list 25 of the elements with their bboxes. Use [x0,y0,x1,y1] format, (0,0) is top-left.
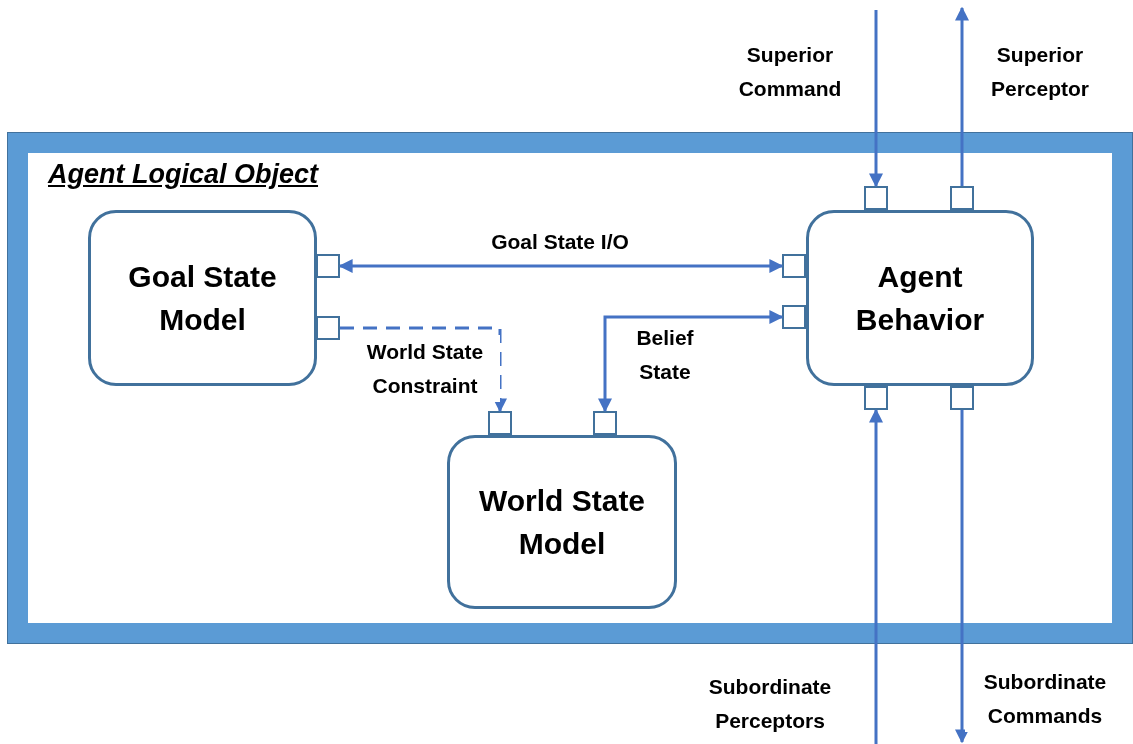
port-square [782,305,806,329]
port-square [488,411,512,435]
arrow [869,10,883,188]
dashed-arrow [340,326,507,413]
box-label: Agent Behavior [854,258,986,338]
box-label: World State Model [477,482,647,562]
arrow [955,410,969,744]
arrow [955,6,969,186]
port-square [864,386,888,410]
port-square [782,254,806,278]
rounded-box [88,210,317,386]
arrow [338,259,784,273]
port-square [316,254,340,278]
container-frame [8,133,1132,643]
arrow [869,408,883,744]
port-square [593,411,617,435]
arrow [598,310,784,413]
box-label: Goal State Model [127,258,278,338]
port-square [950,386,974,410]
port-square [864,186,888,210]
rounded-box [447,435,677,609]
port-square [950,186,974,210]
rounded-box [806,210,1034,386]
port-square [316,316,340,340]
frame-heading: Agent Logical Object [48,159,319,190]
